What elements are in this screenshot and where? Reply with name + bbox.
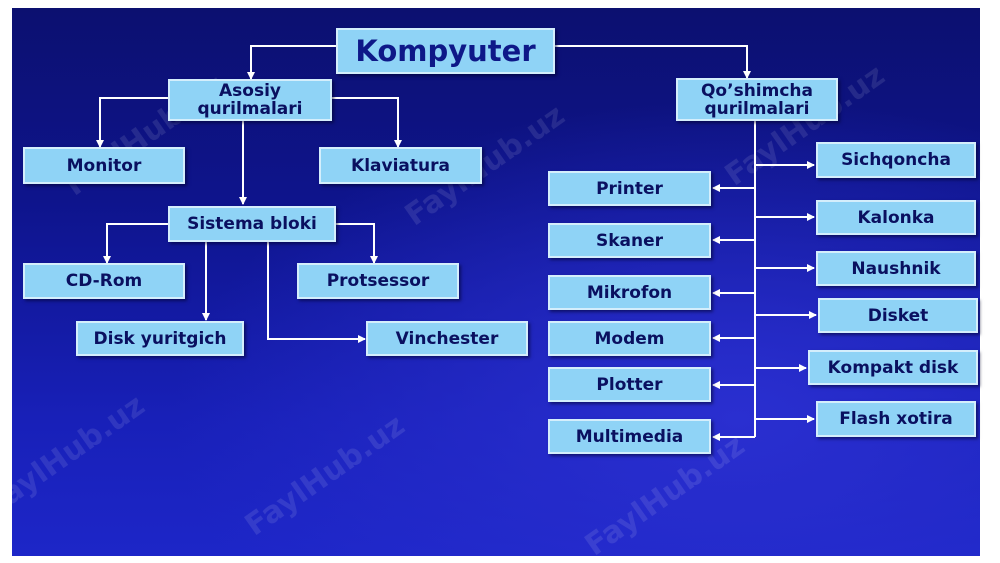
node-system-unit: Sistema bloki bbox=[168, 206, 336, 242]
node-scanner: Skaner bbox=[548, 223, 711, 258]
node-multimedia: Multimedia bbox=[548, 419, 711, 454]
connector-system-cdrom bbox=[103, 223, 168, 264]
node-extra-devices: Qo’shimcha qurilmalari bbox=[676, 78, 838, 121]
node-speaker: Kalonka bbox=[816, 200, 976, 235]
node-cdrom: CD-Rom bbox=[23, 263, 185, 299]
node-microphone: Mikrofon bbox=[548, 275, 711, 310]
node-compact-disk: Kompakt disk bbox=[808, 350, 978, 385]
node-monitor: Monitor bbox=[23, 147, 185, 184]
node-diskette: Disket bbox=[818, 298, 978, 333]
node-keyboard: Klaviatura bbox=[319, 147, 482, 184]
node-printer: Printer bbox=[548, 171, 711, 206]
node-flash: Flash xotira bbox=[816, 401, 976, 437]
connector-main-keyboard bbox=[332, 97, 402, 148]
connector-system-hdd bbox=[267, 242, 366, 343]
node-mouse: Sichqoncha bbox=[816, 142, 976, 178]
node-processor: Protsessor bbox=[297, 263, 459, 299]
node-disk-drive: Disk yuritgich bbox=[76, 321, 244, 356]
node-modem: Modem bbox=[548, 321, 711, 356]
node-hdd: Vinchester bbox=[366, 321, 528, 356]
node-headphones: Naushnik bbox=[816, 251, 976, 286]
connector-root-extra bbox=[555, 45, 751, 79]
connector-system-processor bbox=[336, 223, 378, 264]
node-plotter: Plotter bbox=[548, 367, 711, 402]
connector-main-monitor bbox=[96, 97, 168, 148]
node-kompyuter: Kompyuter bbox=[336, 28, 555, 74]
node-main-devices: Asosiy qurilmalari bbox=[168, 79, 332, 121]
connector-root-main bbox=[247, 45, 336, 80]
